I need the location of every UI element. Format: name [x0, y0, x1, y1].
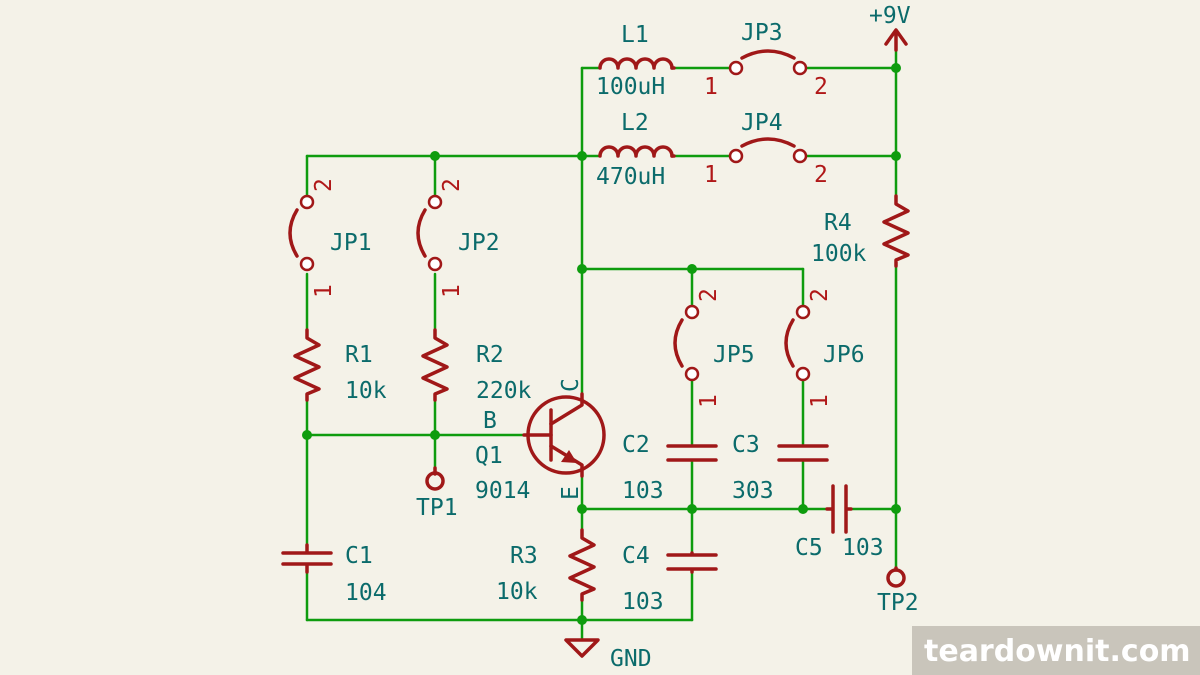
junction — [891, 504, 901, 514]
tp2-ref: TP2 — [877, 590, 919, 616]
r1-value: 10k — [345, 378, 387, 404]
watermark-text: teardownit.com — [924, 634, 1191, 669]
c4-ref: C4 — [622, 543, 650, 569]
jumper-jp6: 2 1 JP6 — [784, 288, 865, 408]
c2-value: 103 — [622, 478, 664, 504]
jumper-jp3: JP3 1 2 — [704, 20, 828, 100]
testpoint-tp1: TP1 — [416, 466, 458, 521]
junction — [577, 504, 587, 514]
jp4-pin1: 1 — [704, 162, 718, 188]
jp1-pin1: 1 — [311, 284, 337, 298]
jp6-pin1: 1 — [807, 394, 833, 408]
jp1-ref: JP1 — [330, 230, 372, 256]
q1-pin-e: E — [558, 486, 584, 500]
jp6-pin2: 2 — [807, 288, 833, 302]
vcc-label: +9V — [869, 3, 911, 29]
jp4-ref: JP4 — [741, 110, 783, 136]
r1-ref: R1 — [345, 342, 373, 368]
l1-value: 100uH — [596, 74, 665, 100]
transistor-q1: B C E Q1 9014 — [475, 378, 606, 504]
junction — [687, 504, 697, 514]
vcc-symbol: +9V — [869, 3, 911, 52]
junction — [891, 151, 901, 161]
jp4-pin2: 2 — [814, 162, 828, 188]
c3-ref: C3 — [732, 432, 760, 458]
c1-value: 104 — [345, 580, 387, 606]
junction — [577, 615, 587, 625]
junction — [302, 430, 312, 440]
jumper-jp5: 2 1 JP5 — [673, 288, 755, 408]
jumper-jp2: 2 1 JP2 — [416, 178, 500, 298]
jp2-ref: JP2 — [458, 230, 500, 256]
jp1-pin2: 2 — [311, 178, 337, 192]
tp1-ref: TP1 — [416, 495, 458, 521]
r3-value: 10k — [496, 579, 538, 605]
r2-value: 220k — [476, 378, 532, 404]
capacitor-c2: C2 103 — [622, 432, 718, 504]
c3-value: 303 — [732, 478, 774, 504]
c1-ref: C1 — [345, 543, 373, 569]
c4-value: 103 — [622, 589, 664, 615]
jp5-pin1: 1 — [696, 394, 722, 408]
junction — [687, 264, 697, 274]
r3-ref: R3 — [510, 543, 538, 569]
resistor-r1: R1 10k — [293, 328, 387, 404]
junction — [430, 430, 440, 440]
jp2-pin2: 2 — [439, 178, 465, 192]
jp3-pin2: 2 — [814, 74, 828, 100]
q1-pin-c: C — [558, 378, 584, 392]
junction — [891, 63, 901, 73]
jumper-jp4: JP4 1 2 — [704, 110, 828, 188]
resistor-r3: R3 10k — [496, 528, 596, 605]
jp5-pin2: 2 — [696, 288, 722, 302]
l1-ref: L1 — [621, 22, 649, 48]
gnd-symbol: GND — [564, 638, 652, 672]
capacitor-c5: C5 103 — [795, 484, 884, 561]
watermark: teardownit.com — [912, 626, 1200, 675]
junction — [430, 151, 440, 161]
wires — [305, 48, 898, 640]
resistor-r2: R2 220k — [421, 328, 532, 404]
l2-ref: L2 — [621, 110, 649, 136]
r2-ref: R2 — [476, 342, 504, 368]
capacitor-c3: C3 303 — [732, 432, 829, 504]
jumper-jp1: 2 1 JP1 — [288, 178, 372, 298]
c5-value: 103 — [842, 535, 884, 561]
gnd-label: GND — [610, 646, 652, 672]
q1-ref: Q1 — [475, 443, 503, 469]
capacitor-c1: C1 104 — [281, 543, 387, 606]
junction — [577, 151, 587, 161]
junctions — [302, 63, 901, 625]
l2-value: 470uH — [596, 164, 665, 190]
jp6-ref: JP6 — [823, 342, 865, 368]
q1-pin-b: B — [483, 408, 497, 434]
junction — [577, 264, 587, 274]
r4-value: 100k — [811, 241, 867, 267]
r4-ref: R4 — [824, 210, 852, 236]
jp2-pin1: 1 — [439, 284, 465, 298]
jp3-ref: JP3 — [741, 20, 783, 46]
junction — [798, 504, 808, 514]
q1-value: 9014 — [475, 478, 530, 504]
capacitor-c4: C4 103 — [622, 543, 718, 615]
c5-ref: C5 — [795, 535, 823, 561]
resistor-r4: R4 100k — [811, 194, 910, 268]
testpoint-tp2: TP2 — [877, 566, 919, 616]
inductor-l2: L2 470uH — [596, 110, 676, 190]
jp5-ref: JP5 — [713, 342, 755, 368]
inductor-l1: L1 100uH — [596, 22, 676, 100]
c2-ref: C2 — [622, 432, 650, 458]
jp3-pin1: 1 — [704, 74, 718, 100]
